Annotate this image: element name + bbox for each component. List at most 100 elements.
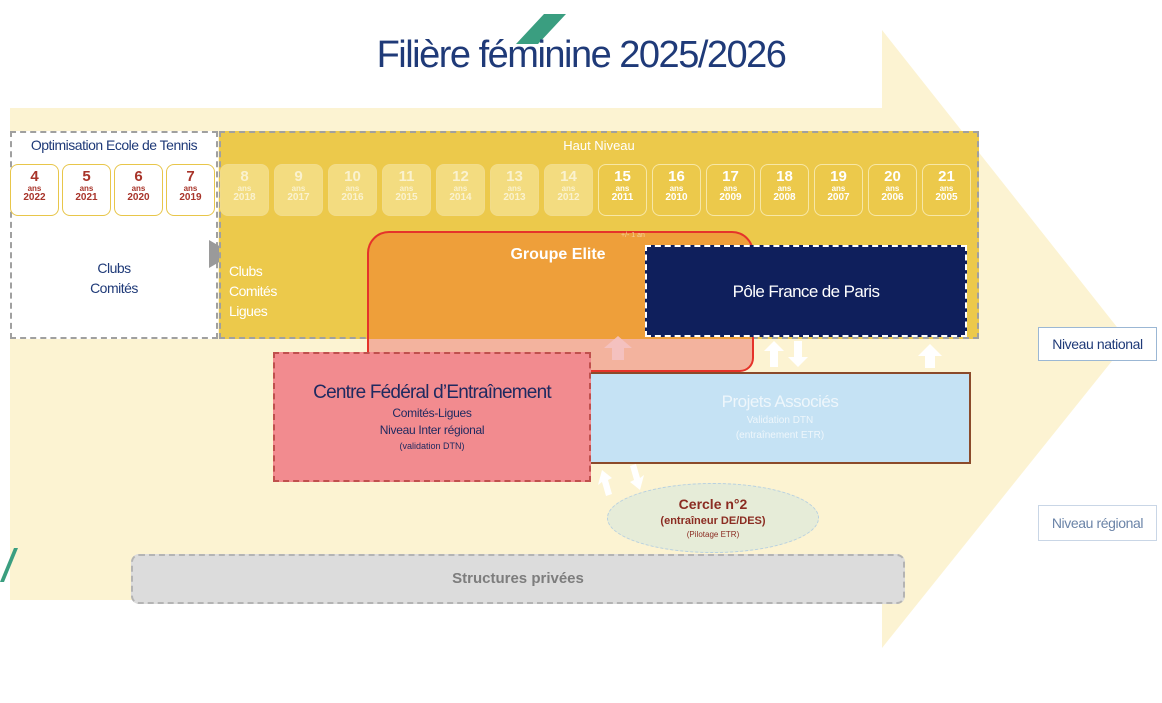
birth-year: 2008 xyxy=(773,192,796,204)
age-number: 14 xyxy=(560,168,577,185)
birth-year: 2012 xyxy=(557,192,580,204)
cercle-block xyxy=(607,483,819,553)
niveau-national-label: Niveau national xyxy=(1038,327,1157,361)
age-unit: ans xyxy=(831,183,846,193)
age-unit: ans xyxy=(399,183,414,193)
birth-year: 2010 xyxy=(665,192,688,204)
birth-year: 2018 xyxy=(233,192,256,204)
age-unit: ans xyxy=(615,183,630,193)
ligues-label: Ligues xyxy=(229,303,268,319)
age-unit: ans xyxy=(561,183,576,193)
cfe-niveau: Niveau Inter régional xyxy=(379,423,485,437)
age-number: 19 xyxy=(830,168,847,185)
projets-entrainement: (entraînement ETR) xyxy=(735,430,825,441)
age-unit: ans xyxy=(453,183,468,193)
pole-france-block xyxy=(645,245,967,337)
comites-label: Comités xyxy=(229,283,277,299)
cfe-title: Centre Fédéral d’Entraînement xyxy=(313,382,551,403)
age-number: 20 xyxy=(884,168,901,185)
birth-year: 2022 xyxy=(23,192,46,204)
birth-year: 2007 xyxy=(827,192,850,204)
age-number: 5 xyxy=(82,168,91,185)
age-unit: ans xyxy=(345,183,360,193)
double-arrow-icon xyxy=(764,341,808,367)
age-unit: ans xyxy=(183,183,198,193)
age-number: 9 xyxy=(294,168,303,185)
cfe-validation: (validation DTN) xyxy=(399,441,465,451)
birth-year: 2015 xyxy=(395,192,418,204)
age-number: 10 xyxy=(344,168,361,185)
age-number: 11 xyxy=(398,168,415,185)
elite-tolerance: +/- 1 an xyxy=(621,232,645,239)
birth-year: 2020 xyxy=(127,192,150,204)
birth-year: 2017 xyxy=(287,192,310,204)
age-number: 17 xyxy=(722,168,739,185)
birth-year: 2005 xyxy=(935,192,958,204)
age-unit: ans xyxy=(885,183,900,193)
accent-stroke-left xyxy=(0,548,18,582)
haut-niveau-title: Haut Niveau xyxy=(563,138,635,153)
birth-year: 2006 xyxy=(881,192,904,204)
cfe-comites-ligues: Comités-Ligues xyxy=(392,406,472,420)
accent-stroke-top xyxy=(516,14,566,44)
up-arrow-icon xyxy=(918,344,942,368)
clubs-comites-label: Clubs Comités xyxy=(10,258,218,298)
age-unit: ans xyxy=(131,183,146,193)
age-unit: ans xyxy=(939,183,954,193)
page-title: Filière féminine 2025/2026 xyxy=(376,34,787,76)
birth-year: 2016 xyxy=(341,192,364,204)
birth-year: 2014 xyxy=(449,192,472,204)
age-number: 18 xyxy=(776,168,793,185)
birth-year: 2013 xyxy=(503,192,526,204)
age-number: 13 xyxy=(506,168,523,185)
age-number: 6 xyxy=(134,168,143,185)
clubs-comites-ligues-label: Clubs Comités Ligues xyxy=(229,261,277,321)
birth-year: 2021 xyxy=(75,192,98,204)
optimisation-section xyxy=(10,131,218,339)
cercle-entraineur: (entraîneur DE/DES) xyxy=(660,515,766,527)
age-unit: ans xyxy=(669,183,684,193)
projets-associes-title: Projets Associés xyxy=(721,392,839,411)
birth-year: 2011 xyxy=(611,192,634,204)
structures-privees-block xyxy=(131,554,905,604)
pole-france-label: Pôle France de Paris xyxy=(732,282,880,301)
age-number: 4 xyxy=(30,168,39,185)
double-arrow-icon xyxy=(598,464,644,496)
cercle-pilotage: (Pilotage ETR) xyxy=(686,530,740,539)
clubs-label: Clubs xyxy=(229,263,263,279)
clubs-label: Clubs xyxy=(97,260,131,276)
age-number: 8 xyxy=(240,168,249,185)
up-arrow-icon xyxy=(604,336,632,360)
birth-year: 2019 xyxy=(179,192,202,204)
age-unit: ans xyxy=(723,183,738,193)
cercle-title: Cercle n°2 xyxy=(678,496,748,512)
age-number: 15 xyxy=(614,168,631,185)
birth-year: 2009 xyxy=(719,192,742,204)
age-number: 16 xyxy=(668,168,685,185)
age-unit: ans xyxy=(291,183,306,193)
cfe-block xyxy=(273,352,591,482)
structures-privees-label: Structures privées xyxy=(452,570,584,587)
age-number: 7 xyxy=(186,168,195,185)
niveau-regional-label: Niveau régional xyxy=(1038,505,1157,541)
age-number: 12 xyxy=(452,168,469,185)
age-unit: ans xyxy=(777,183,792,193)
age-unit: ans xyxy=(79,183,94,193)
age-unit: ans xyxy=(237,183,252,193)
